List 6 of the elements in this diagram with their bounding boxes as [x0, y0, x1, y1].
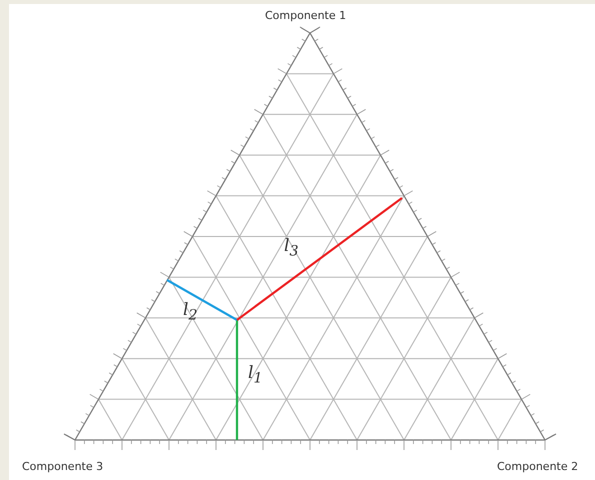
distance-label: l$_{1}$	[248, 363, 262, 386]
distance-label: l$_{2}$	[183, 300, 198, 324]
axis-title: Componente 1	[265, 10, 346, 21]
axis-title: Componente 2	[497, 461, 578, 472]
axis-title: Componente 3	[22, 461, 104, 472]
distance-label: l$_{3}$	[284, 236, 298, 260]
